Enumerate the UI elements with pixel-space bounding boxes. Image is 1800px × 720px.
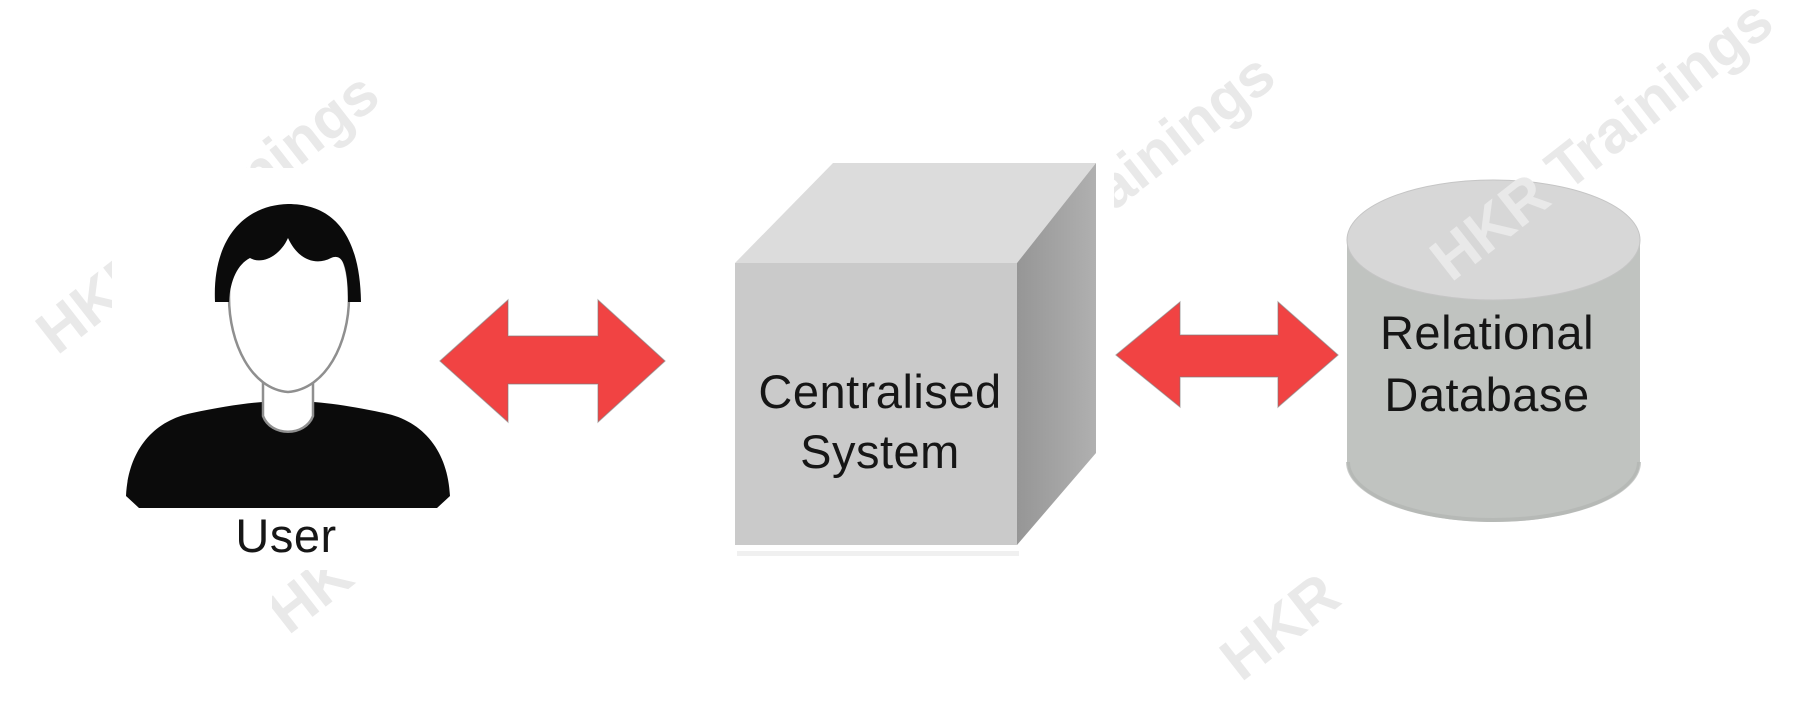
user-avatar-icon: [126, 204, 450, 508]
cylinder-bottom-rim: [1346, 461, 1641, 523]
user-node: [112, 168, 456, 570]
system-database-arrow: [1112, 296, 1344, 417]
arrow-shape: [1115, 300, 1339, 409]
arrow-shape: [439, 298, 666, 424]
cube-side-face: [1017, 163, 1096, 545]
relational-database-label: Relational Database: [1337, 302, 1637, 426]
system-label-line1: Centralised: [758, 365, 1002, 418]
user-system-arrow: [436, 296, 670, 433]
system-label-line2: System: [800, 425, 960, 478]
cube-icon: [735, 163, 1096, 556]
avatar-hair: [214, 204, 361, 302]
cube-top-face: [735, 163, 1096, 263]
watermark-hk-fragment: HK: [272, 570, 365, 647]
database-label-line2: Database: [1384, 368, 1590, 421]
avatar-shoulders: [126, 401, 450, 508]
relational-database-node: [1338, 172, 1650, 528]
centralised-system-label: Centralised System: [730, 362, 1030, 482]
cube-front-face: [735, 263, 1017, 545]
double-arrow-icon: [439, 298, 666, 424]
database-cylinder-icon: [1346, 179, 1641, 523]
cylinder-top: [1346, 179, 1641, 301]
cube-shadow: [737, 551, 1019, 556]
user-label: User: [235, 509, 337, 562]
database-label-line1: Relational: [1379, 306, 1595, 359]
cylinder-body: [1347, 240, 1640, 522]
watermark-fragment-clip: HK: [272, 570, 374, 666]
watermark-hkr-fragment: HKR: [1207, 560, 1352, 694]
centralised-system-node: [716, 138, 1114, 574]
double-arrow-icon: [1115, 300, 1339, 409]
